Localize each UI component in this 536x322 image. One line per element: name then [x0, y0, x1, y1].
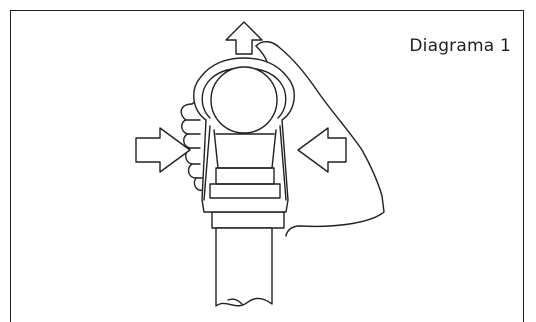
- tube: [211, 211, 285, 307]
- clip-body: [193, 57, 295, 213]
- right-arrow-icon: [135, 127, 191, 173]
- hand-outline: [255, 41, 385, 237]
- diagram-caption: Diagrama 1: [409, 36, 511, 56]
- diagram-border: [10, 10, 524, 322]
- left-arrow-icon: [297, 127, 347, 173]
- up-arrow-icon: [225, 21, 263, 55]
